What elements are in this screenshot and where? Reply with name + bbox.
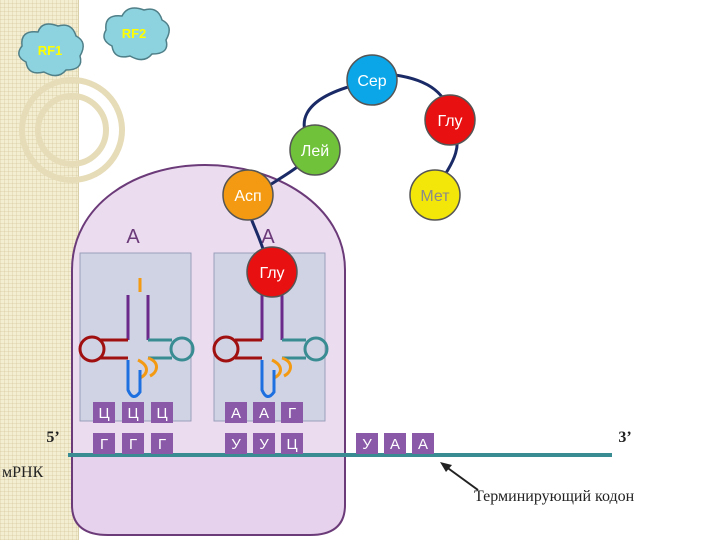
codon-letter: Г bbox=[100, 436, 108, 453]
amino-acid-glu-p-site-label: Глу bbox=[259, 265, 284, 282]
codon-letter: А bbox=[390, 436, 400, 453]
codon-letter: Г bbox=[158, 436, 166, 453]
codon-letter: У bbox=[231, 436, 241, 453]
rf2-label: RF2 bbox=[122, 26, 147, 41]
amino-acid-ley-label: Лей bbox=[301, 143, 329, 160]
codon-box bbox=[253, 433, 275, 454]
mrna-label: мРНК bbox=[2, 464, 44, 481]
stop-codon-arrow bbox=[440, 462, 479, 491]
codon-box bbox=[356, 433, 378, 454]
stop-codon-label: Терминирующий кодон bbox=[474, 488, 635, 505]
amino-acid-glu-top-label: Глу bbox=[437, 113, 462, 130]
site-label-p: А bbox=[261, 226, 275, 248]
mrna-codon-2: У У Ц bbox=[225, 433, 303, 454]
release-factor-rf2: RF2 bbox=[103, 7, 170, 61]
site-label-a: А bbox=[126, 226, 140, 248]
mrna-codon-1: Г Г Г bbox=[93, 433, 173, 454]
trna-p-site bbox=[212, 295, 329, 398]
amino-acid-glu-p-site: Глу bbox=[246, 246, 298, 298]
codon-box bbox=[225, 433, 247, 454]
amino-acid-ley: Лей bbox=[289, 124, 341, 176]
codon-letter: Г bbox=[129, 436, 137, 453]
codon-letter: Ц bbox=[286, 436, 297, 453]
codon-box bbox=[122, 433, 144, 454]
anticodon-trna2: А А Г bbox=[225, 402, 303, 423]
mrna-three-prime-label: 3’ bbox=[618, 429, 631, 446]
codon-box bbox=[412, 433, 434, 454]
anticodon-letter: Г bbox=[288, 405, 296, 422]
anticodon-box bbox=[93, 402, 115, 423]
codon-letter: У bbox=[362, 436, 372, 453]
codon-box bbox=[93, 433, 115, 454]
mrna-stop-codon: У А А bbox=[356, 433, 434, 454]
anticodon-box bbox=[281, 402, 303, 423]
mrna-five-prime-label: 5’ bbox=[46, 429, 59, 446]
codon-box bbox=[281, 433, 303, 454]
release-factor-rf1: RF1 bbox=[18, 23, 84, 77]
amino-acid-met-label: Мет bbox=[420, 188, 450, 205]
anticodon-letter: Ц bbox=[127, 405, 138, 422]
a-site-pocket bbox=[79, 252, 192, 422]
amino-acid-asp: Асп bbox=[222, 169, 274, 221]
ribosome-small-subunit bbox=[71, 454, 346, 536]
rf1-label: RF1 bbox=[38, 43, 63, 58]
amino-acid-ser: Сер bbox=[346, 54, 398, 106]
amino-acid-asp-label: Асп bbox=[234, 188, 261, 205]
trna-a-site bbox=[78, 278, 195, 398]
anticodon-box bbox=[122, 402, 144, 423]
codon-letter: У bbox=[259, 436, 269, 453]
amino-acid-met: Мет bbox=[409, 169, 461, 221]
amino-acid-glu-top: Глу bbox=[424, 94, 476, 146]
anticodon-letter: А bbox=[259, 405, 269, 422]
decorative-rings bbox=[19, 77, 125, 183]
codon-box bbox=[151, 433, 173, 454]
anticodon-letter: А bbox=[231, 405, 241, 422]
anticodon-letter: Ц bbox=[156, 405, 167, 422]
anticodon-trna1: Ц Ц Ц bbox=[93, 402, 173, 423]
anticodon-box bbox=[225, 402, 247, 423]
codon-letter: А bbox=[418, 436, 428, 453]
anticodon-box bbox=[253, 402, 275, 423]
codon-box bbox=[384, 433, 406, 454]
anticodon-letter: Ц bbox=[98, 405, 109, 422]
anticodon-box bbox=[151, 402, 173, 423]
amino-acid-ser-label: Сер bbox=[357, 73, 386, 90]
